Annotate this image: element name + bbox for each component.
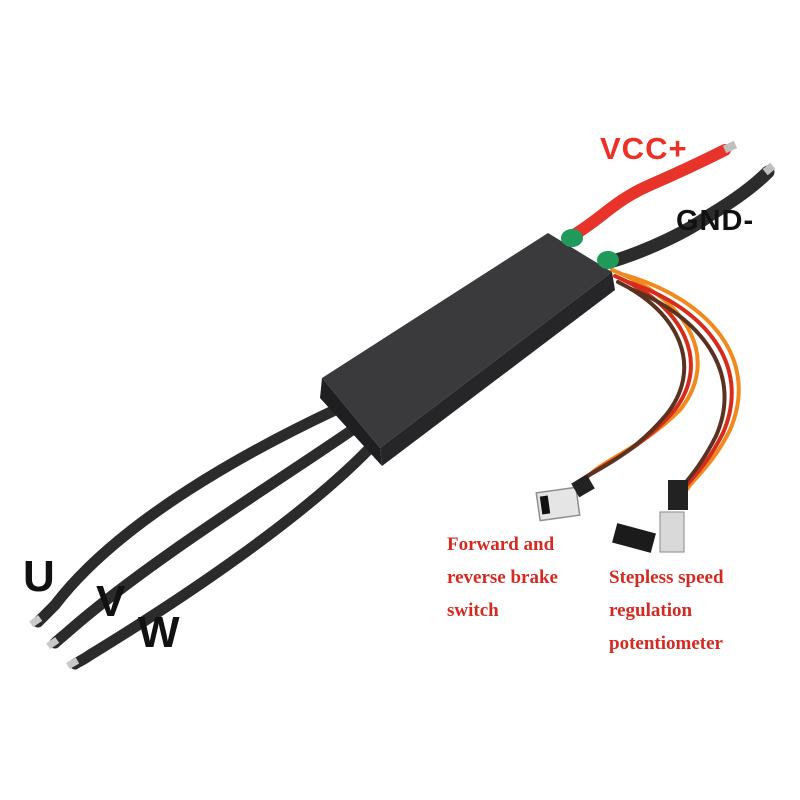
pot-lead-red — [626, 280, 734, 500]
phase-w-label: W — [138, 608, 180, 657]
vcc-connector — [561, 229, 583, 247]
power-connectors — [561, 229, 619, 269]
switch-lead-brown — [573, 280, 687, 486]
phase-u-tip — [29, 615, 43, 628]
pot-caption-line-2: regulation — [609, 600, 693, 621]
phase-wire-tips — [29, 615, 80, 669]
pot-caption-line-3: potentiometer — [609, 633, 723, 654]
switch-caption-line-2: reverse brake — [447, 567, 558, 588]
power-wires — [566, 140, 776, 269]
reverse-brake-switch — [535, 474, 595, 522]
vcc-wire-tip — [722, 140, 738, 154]
phase-wire-v — [49, 422, 361, 649]
pot-body — [659, 511, 685, 553]
gnd-connector — [597, 251, 619, 269]
gnd-wire-tip — [762, 162, 776, 176]
vcc-label: VCC+ — [600, 131, 688, 166]
phase-wire-u — [32, 404, 341, 628]
phase-v-label: V — [96, 577, 126, 626]
pot-knob — [612, 523, 656, 553]
phase-wire-w — [69, 442, 376, 670]
speed-potentiometer — [612, 480, 688, 553]
gnd-black-wire — [603, 165, 775, 269]
switch-lever — [539, 495, 551, 515]
pot-lead-orange — [623, 273, 741, 497]
potentiometer-caption: Stepless speed regulation potentiometer — [609, 561, 724, 660]
esc-body-side — [320, 378, 382, 466]
switch-caption-line-1: Forward and — [447, 534, 555, 555]
phase-w-tip — [66, 657, 80, 669]
signal-wires — [573, 268, 741, 504]
pot-plug — [668, 480, 688, 510]
switch-caption-line-3: switch — [447, 600, 499, 621]
esc-body — [320, 233, 615, 466]
phase-wires — [32, 404, 376, 670]
phase-u-label: U — [23, 552, 55, 601]
esc-body-top — [322, 233, 612, 448]
pot-caption-line-1: Stepless speed — [609, 567, 724, 588]
gnd-label: GND- — [676, 205, 755, 237]
switch-plug — [571, 474, 595, 498]
esc-body-end — [380, 272, 615, 466]
switch-caption: Forward and reverse brake switch — [447, 528, 558, 627]
phase-v-tip — [46, 637, 60, 650]
vcc-red-wire — [566, 144, 731, 242]
